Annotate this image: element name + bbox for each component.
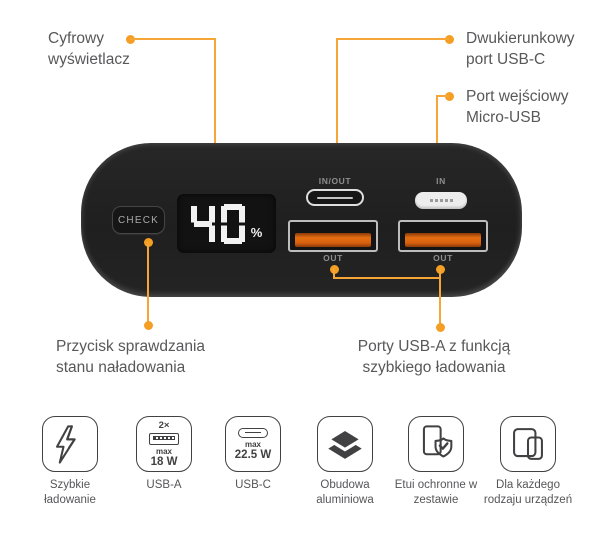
leader-check-vline [147, 242, 149, 324]
micro-usb-port [415, 192, 467, 209]
check-button-label: CHECK [117, 214, 159, 226]
micro-port-label: IN [436, 176, 446, 186]
leader-display-vline [214, 38, 216, 188]
devices-icon [500, 416, 556, 472]
feature-caption: USB-A [146, 479, 182, 491]
callout-micro: Port wejściowy Micro-USB [466, 86, 569, 128]
feature-usb-c: max 22.5 W USB-C [207, 416, 299, 493]
leader-usba-vline-right [439, 269, 441, 278]
leader-micro-dot-start [444, 91, 454, 101]
callout-display-line1: Cyfrowy [48, 30, 104, 47]
callout-display: Cyfrowy wyświetlacz [48, 28, 130, 70]
callout-micro-line2: Micro-USB [466, 109, 541, 126]
feature-caption: Etui ochronne w zestawie [394, 479, 478, 506]
feature-caption: Szybkie ładowanie [44, 479, 96, 506]
callout-usba: Porty USB-A z funkcją szybkiego ładowani… [334, 336, 534, 378]
callout-check-line1: Przycisk sprawdzania [56, 338, 206, 355]
feature-caption: Obudowa aluminiowa [316, 479, 374, 506]
usb-c-max-label: max [244, 439, 261, 449]
feature-all-devices: Dla każdego rodzaju urządzeń [482, 416, 574, 508]
leader-usbc-dot-start [444, 34, 454, 44]
leader-display-hline [130, 38, 216, 40]
callout-usba-line2: szybkiego ładowania [362, 359, 506, 376]
usb-c-max-watts: 22.5 W [234, 448, 272, 461]
usb-a-max-label: max [155, 446, 172, 456]
callout-usbc-line2: port USB-C [466, 51, 546, 68]
usb-a-max-watts: 18 W [150, 455, 178, 468]
feature-usb-a: 2× max 18 W USB-A [118, 416, 210, 493]
micro-usb-pins [429, 199, 453, 202]
callout-check: Przycisk sprawdzania stanu naładowania [56, 336, 205, 378]
callout-usba-line1: Porty USB-A z funkcją [357, 338, 511, 355]
usba-port-2-tongue [405, 233, 481, 247]
callout-check-line2: stanu naładowania [56, 359, 186, 376]
leader-micro-hline [437, 95, 449, 97]
usb-c-connector-glyph [238, 427, 268, 438]
usbc-port [306, 189, 364, 206]
usba-port-2 [398, 220, 488, 252]
usb-c-icon: max 22.5 W [225, 416, 281, 472]
feature-protective-case: Etui ochronne w zestawie [390, 416, 482, 508]
leader-usba-hline [333, 277, 441, 279]
usbc-port-slot [317, 196, 353, 199]
usba-port-2-label: OUT [433, 253, 453, 263]
check-button: CHECK [112, 206, 165, 234]
usb-a-icon: 2× max 18 W [136, 416, 192, 472]
usb-c-connector-slot [245, 431, 261, 434]
powerbank-device: CHECK % IN/OUT IN OUT OUT [81, 143, 522, 297]
callout-usbc: Dwukierunkowy port USB-C [466, 28, 575, 70]
usba-port-1 [288, 220, 378, 252]
callout-micro-line1: Port wejściowy [466, 88, 569, 105]
callout-usbc-line1: Dwukierunkowy [466, 30, 575, 47]
layers-icon [317, 416, 373, 472]
case-shield-icon [408, 416, 464, 472]
seven-segment-digits [190, 203, 245, 244]
usba-port-1-tongue [295, 233, 371, 247]
usb-a-connector-glyph [149, 432, 179, 445]
leader-check-dot-end [143, 320, 153, 330]
usbc-port-label: IN/OUT [318, 176, 352, 186]
callout-display-line2: wyświetlacz [48, 51, 130, 68]
leader-usba-vline-left [333, 269, 335, 278]
leader-micro-vline [436, 95, 438, 170]
feature-caption: USB-C [235, 479, 271, 491]
usb-a-connector-pins [153, 435, 175, 440]
usba-port-1-label: OUT [323, 253, 343, 263]
battery-display: % [177, 194, 276, 253]
percent-sign: % [250, 225, 263, 240]
feature-caption: Dla każdego rodzaju urządzeń [483, 479, 573, 506]
leader-usba-vline-down [439, 277, 441, 324]
leader-usba-dot-end [435, 322, 445, 332]
usb-a-count: 2× [158, 419, 170, 431]
feature-fast-charging: Szybkie ładowanie [24, 416, 116, 508]
lightning-icon [42, 416, 98, 472]
feature-aluminium-case: Obudowa aluminiowa [299, 416, 391, 508]
leader-usbc-hline [337, 38, 449, 40]
leader-usbc-vline [336, 38, 338, 170]
